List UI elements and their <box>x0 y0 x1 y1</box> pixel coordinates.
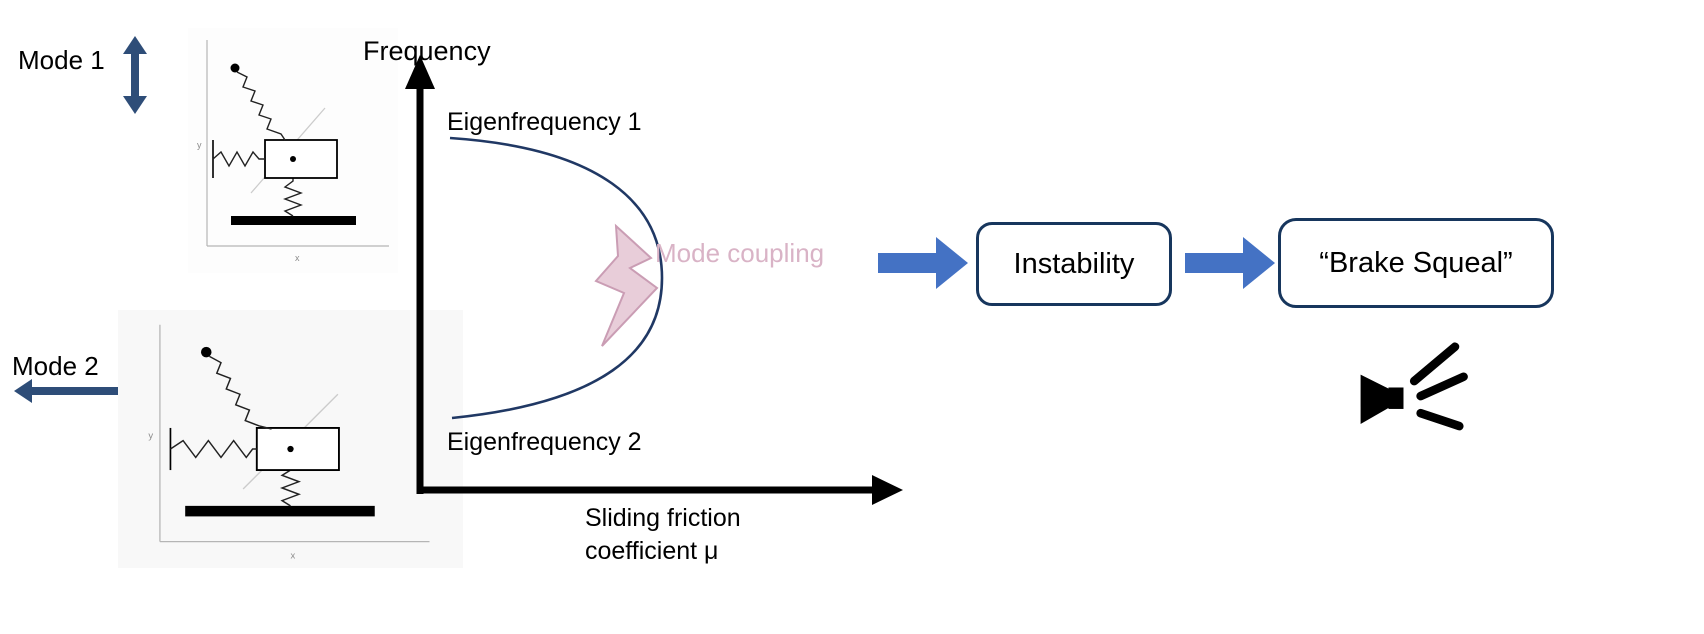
ground-bar <box>185 505 375 517</box>
pivot-dot <box>230 63 240 73</box>
vertical-spring <box>279 469 302 507</box>
mass-spring-model-2: y x <box>118 310 463 568</box>
mu-axis-label-line2: coefficient μ <box>585 536 719 565</box>
mass-center-dot <box>287 445 294 453</box>
frequency-axis-arrowhead <box>405 55 435 89</box>
frequency-plot <box>405 55 903 505</box>
lightning-bolt-icon <box>594 223 659 347</box>
mass-spring-model-1: y x <box>188 28 398 273</box>
mu-axis-label: Sliding friction coefficient μ <box>585 502 741 567</box>
ground-bar <box>231 216 356 225</box>
vertical-spring <box>283 178 303 217</box>
horizontal-spring <box>170 439 257 459</box>
brake-squeal-label: “Brake Squeal” <box>1319 246 1513 279</box>
instability-label: Instability <box>1013 247 1135 280</box>
inset2-x-axis-label: x <box>291 551 296 562</box>
inset2-y-axis-label: y <box>148 430 153 441</box>
inset1-y-axis-label: y <box>197 140 202 150</box>
eigenfrequency1-label: Eigenfrequency 1 <box>447 108 642 136</box>
eigenfrequency2-label: Eigenfrequency 2 <box>447 428 642 456</box>
mode1-label: Mode 1 <box>18 45 105 75</box>
mass-block <box>255 426 340 472</box>
flow-arrow-2-icon <box>1185 237 1275 289</box>
speaker-icon <box>1360 342 1468 431</box>
inset1-x-axis-label: x <box>295 253 300 263</box>
eigenfrequency-curves <box>449 136 664 420</box>
mass-block <box>264 139 338 179</box>
vertical-double-arrow-icon <box>123 36 147 114</box>
brake-squeal-box: “Brake Squeal” <box>1278 218 1554 308</box>
frequency-axis-label: Frequency <box>363 36 491 66</box>
mu-axis-arrowhead <box>872 475 903 505</box>
instability-box: Instability <box>976 222 1172 306</box>
pivot-dot <box>200 346 212 358</box>
mode2-label: Mode 2 <box>12 351 99 381</box>
mode-coupling-label: Mode coupling <box>655 238 825 268</box>
mass-center-dot <box>290 156 296 162</box>
horizontal-spring <box>212 150 265 168</box>
flow-arrow-1-icon <box>878 237 968 289</box>
diagonal-spring <box>209 355 272 430</box>
mu-axis-label-line1: Sliding friction <box>585 504 741 532</box>
diagonal-spring <box>236 71 286 141</box>
